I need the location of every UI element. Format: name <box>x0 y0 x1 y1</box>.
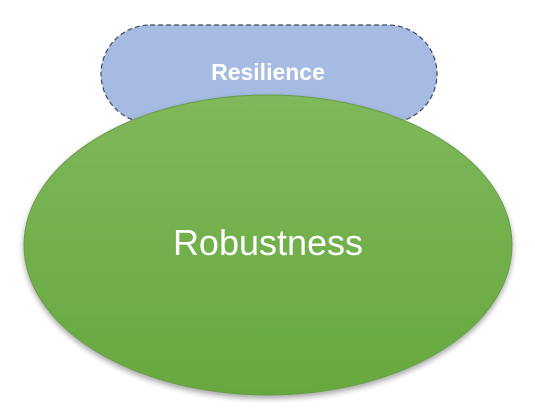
robustness-label: Robustness <box>173 222 363 263</box>
resilience-shape <box>100 24 438 124</box>
resilience-label: Resilience <box>211 59 325 85</box>
resilience-box: Resilience <box>100 24 438 124</box>
robustness-shape <box>23 94 513 396</box>
robustness-ellipse <box>23 94 513 396</box>
